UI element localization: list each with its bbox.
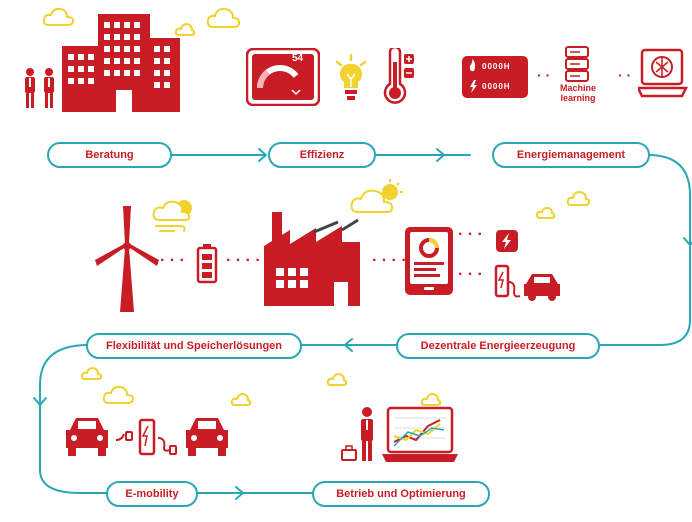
step-label: Betrieb und Optimierung [336, 488, 466, 500]
step-flexibilitaet: Flexibilität und Speicherlösungen [86, 333, 302, 359]
energy-meter-icon [462, 56, 528, 98]
arrow-head [258, 148, 267, 162]
step-label: Beratung [85, 149, 134, 161]
weather-wind-icon [152, 200, 192, 232]
dotted-connector: · · · [160, 252, 185, 269]
cloud-sun-icon [350, 179, 403, 213]
arrow-head [33, 397, 47, 406]
factory-icon [264, 212, 360, 306]
step-label: Energiemanagement [516, 149, 626, 161]
step-effizienz: Effizienz [268, 142, 376, 168]
engineer-person-icon [341, 407, 373, 461]
thermometer-icon [383, 48, 414, 104]
lightbulb-icon [335, 54, 367, 100]
cloud-icon [420, 392, 442, 406]
meter-reading-gas: 0000H [482, 62, 511, 71]
dotted-connector: · · · · [226, 252, 261, 269]
arrow-head [344, 338, 353, 352]
wind-turbine-icon [95, 206, 159, 312]
cloud-icon [102, 385, 135, 404]
ev-charger-car-icon [494, 264, 560, 301]
dotted-connector: · · · [458, 266, 483, 283]
tablet-icon [405, 227, 453, 295]
cloud-icon [326, 372, 348, 386]
gauge-value: 54 [292, 53, 304, 64]
step-dezentrale-energieerzeugung: Dezentrale Energieerzeugung [396, 333, 600, 359]
dotted-connector: · · · [458, 226, 483, 243]
machine-learning-line-1: Machine [559, 83, 596, 93]
dotted-connector: · · [618, 67, 632, 83]
arrow-head [235, 486, 244, 500]
step-emobility: E-mobility [106, 481, 198, 507]
connector-curve-left [39, 344, 109, 494]
battery-icon [196, 244, 218, 284]
step-label: Dezentrale Energieerzeugung [420, 340, 576, 352]
charging-station-icon [115, 418, 177, 456]
electric-car-icon [186, 418, 228, 456]
cloud-icon [80, 366, 103, 380]
machine-learning-line-2: learning [560, 93, 596, 103]
step-label: Flexibilität und Speicherlösungen [105, 340, 283, 352]
cloud-icon [230, 392, 252, 406]
cloud-icon [206, 7, 241, 28]
step-energiemanagement: Energiemanagement [492, 142, 650, 168]
lightning-icon [496, 230, 518, 252]
thermostat-display-icon [246, 48, 320, 106]
analytics-laptop-icon [382, 406, 458, 462]
office-building-icon [62, 14, 180, 112]
electric-car-icon [66, 418, 108, 456]
cloud-icon [566, 190, 591, 206]
connector-curve-right [597, 154, 691, 346]
server-icon [565, 46, 589, 82]
step-label: E-mobility [125, 488, 179, 500]
step-beratung: Beratung [47, 142, 172, 168]
cloud-icon [174, 22, 196, 36]
step-betrieb: Betrieb und Optimierung [312, 481, 490, 507]
machine-learning-label: Machine learning [556, 83, 600, 103]
arrow-head [683, 237, 692, 246]
laptop-ai-icon [638, 48, 688, 98]
step-label: Effizienz [299, 149, 345, 161]
cloud-icon [536, 206, 556, 219]
people-icon [25, 68, 54, 108]
cloud-icon [42, 7, 75, 26]
dotted-connector: · · · · [372, 252, 407, 269]
dotted-connector: · · [537, 67, 551, 83]
arrow-head [436, 148, 445, 162]
meter-reading-power: 0000H [482, 82, 511, 91]
